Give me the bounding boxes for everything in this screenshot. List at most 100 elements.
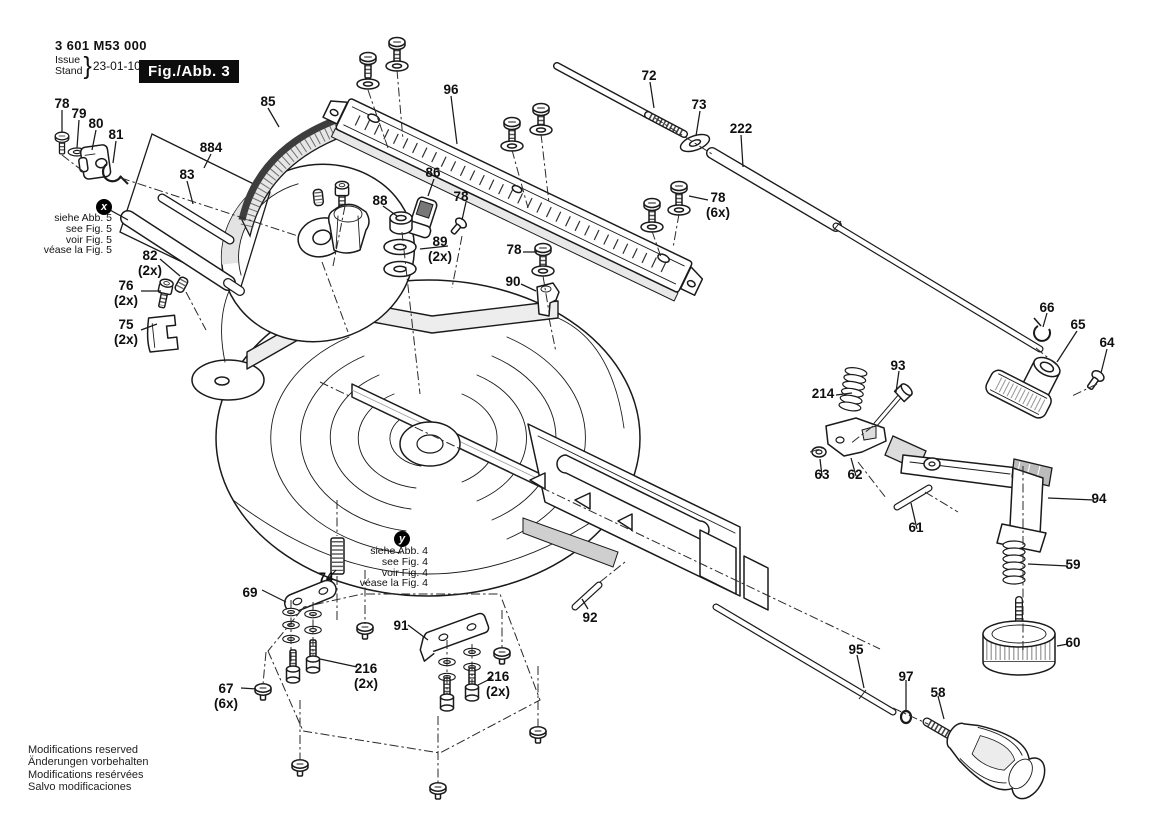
part-number: 78 — [710, 190, 726, 205]
note-line: véase la Fig. 5 — [43, 244, 112, 257]
note-see-fig-5: siehe Abb. 5 see Fig. 5 voir Fig. 5 véas… — [24, 213, 112, 256]
part-number: 94 — [1091, 491, 1107, 506]
part-number: 79 — [71, 106, 87, 121]
part-number: 78 — [506, 242, 522, 257]
note-line: voir Fig. 4 — [381, 566, 428, 579]
part-label-95: 95 — [848, 642, 864, 658]
part-number: 89 — [432, 234, 448, 249]
left-parts-art — [55, 132, 370, 353]
part-number: 884 — [199, 140, 223, 155]
part-label-73: 73 — [691, 97, 707, 113]
part-label-884: 884 — [199, 140, 223, 156]
right-parts-art — [811, 317, 1105, 800]
stand-label: Stand — [55, 65, 83, 77]
part-quantity: (2x) — [485, 683, 511, 699]
part-label-214: 214 — [812, 386, 835, 402]
footer-line: Salvo modificaciones — [28, 781, 132, 794]
part-label-69: 69 — [242, 585, 258, 601]
issue-row: Issue Stand } 23-01-10 — [55, 52, 147, 80]
part-label-58: 58 — [930, 685, 946, 701]
part-number: 95 — [848, 642, 864, 657]
part-label-65: 65 — [1070, 317, 1086, 333]
part-label-78: 78 — [54, 96, 70, 112]
note-line: véase la Fig. 4 — [359, 577, 428, 590]
part-number: 67 — [218, 681, 234, 696]
part-label-59: 59 — [1065, 557, 1081, 573]
note-line: siehe Abb. 5 — [54, 212, 112, 224]
part-label-88: 88 — [372, 193, 388, 209]
rail-96-art — [322, 98, 704, 302]
part-number: 58 — [930, 685, 946, 700]
leader-lines — [61, 81, 1108, 720]
extension-arm-art — [522, 423, 769, 611]
part-label-64: 64 — [1099, 335, 1115, 351]
part-number: 64 — [1099, 335, 1115, 350]
part-label-79: 79 — [71, 106, 87, 122]
footer-line: Modifications reserved — [28, 744, 139, 756]
part-label-216: 216(2x) — [353, 661, 379, 691]
part-number: 86 — [425, 165, 441, 180]
footer-line: Modifications resérvées — [28, 768, 144, 781]
part-label-96: 96 — [443, 82, 459, 98]
part-quantity: (6x) — [213, 695, 239, 711]
part-label-61: 61 — [908, 520, 924, 536]
part-number: 92 — [582, 610, 598, 625]
part-number: 73 — [691, 97, 707, 112]
part-label-76: 76(2x) — [113, 278, 139, 308]
modifications-note: Modifications reserved Änderungen vorbeh… — [28, 744, 148, 794]
part-number: 96 — [443, 82, 459, 97]
note-line: see Fig. 5 — [65, 222, 112, 235]
catalog-number: 3 601 M53 000 — [55, 38, 147, 53]
part-label-82: 82(2x) — [137, 248, 163, 278]
note-line: see Fig. 4 — [381, 555, 428, 568]
part-quantity: (6x) — [705, 204, 731, 220]
part-label-62: 62 — [847, 467, 863, 483]
issue-label: Issue — [55, 54, 81, 66]
lock-knob-art — [327, 203, 370, 254]
part-label-216: 216(2x) — [485, 669, 511, 699]
part-label-91: 91 — [393, 618, 409, 634]
part-label-78: 78(6x) — [705, 190, 731, 220]
part-label-83: 83 — [179, 167, 194, 183]
part-number: 69 — [242, 585, 258, 600]
part-label-222: 222 — [729, 121, 753, 137]
part-quantity: (2x) — [137, 262, 163, 278]
part-number: 78 — [54, 96, 70, 111]
part-number: 72 — [641, 68, 657, 83]
part-number: 81 — [108, 127, 124, 142]
footer-line: Änderungen vorbehalten — [28, 756, 149, 769]
part-number: 78 — [453, 189, 469, 204]
part-number: 88 — [372, 193, 388, 208]
part-number: 97 — [898, 669, 914, 684]
part-label-93: 93 — [890, 358, 905, 374]
part-number: 62 — [847, 467, 863, 482]
part-number: 216 — [486, 669, 510, 684]
part-label-74: 74 — [318, 570, 333, 586]
brace-glyph: } — [83, 52, 92, 80]
panel-884-art — [119, 133, 271, 296]
part-label-66: 66 — [1039, 300, 1055, 316]
part-number: 82 — [142, 248, 158, 263]
rods-art — [553, 62, 1044, 716]
figure-badge: Fig./Abb. 3 — [139, 60, 240, 83]
part-quantity: (2x) — [353, 675, 379, 691]
part-quantity: (2x) — [113, 292, 139, 308]
part-label-81: 81 — [108, 127, 124, 143]
part-number: 91 — [393, 618, 409, 633]
part-number: 61 — [908, 520, 924, 535]
part-quantity: (2x) — [113, 331, 139, 347]
part-label-94: 94 — [1091, 491, 1107, 507]
part-number: 222 — [729, 121, 753, 136]
axis-lines-art — [61, 69, 1098, 783]
part-label-78: 78 — [506, 242, 522, 258]
part-label-78: 78 — [453, 189, 469, 205]
issue-date: 23-01-10 — [92, 59, 141, 73]
part-label-60: 60 — [1065, 635, 1081, 651]
part-number: 60 — [1065, 635, 1081, 650]
part-number: 65 — [1070, 317, 1086, 332]
part-number: 59 — [1065, 557, 1081, 572]
part-label-86: 86 — [425, 165, 441, 181]
part-number: 66 — [1039, 300, 1055, 315]
